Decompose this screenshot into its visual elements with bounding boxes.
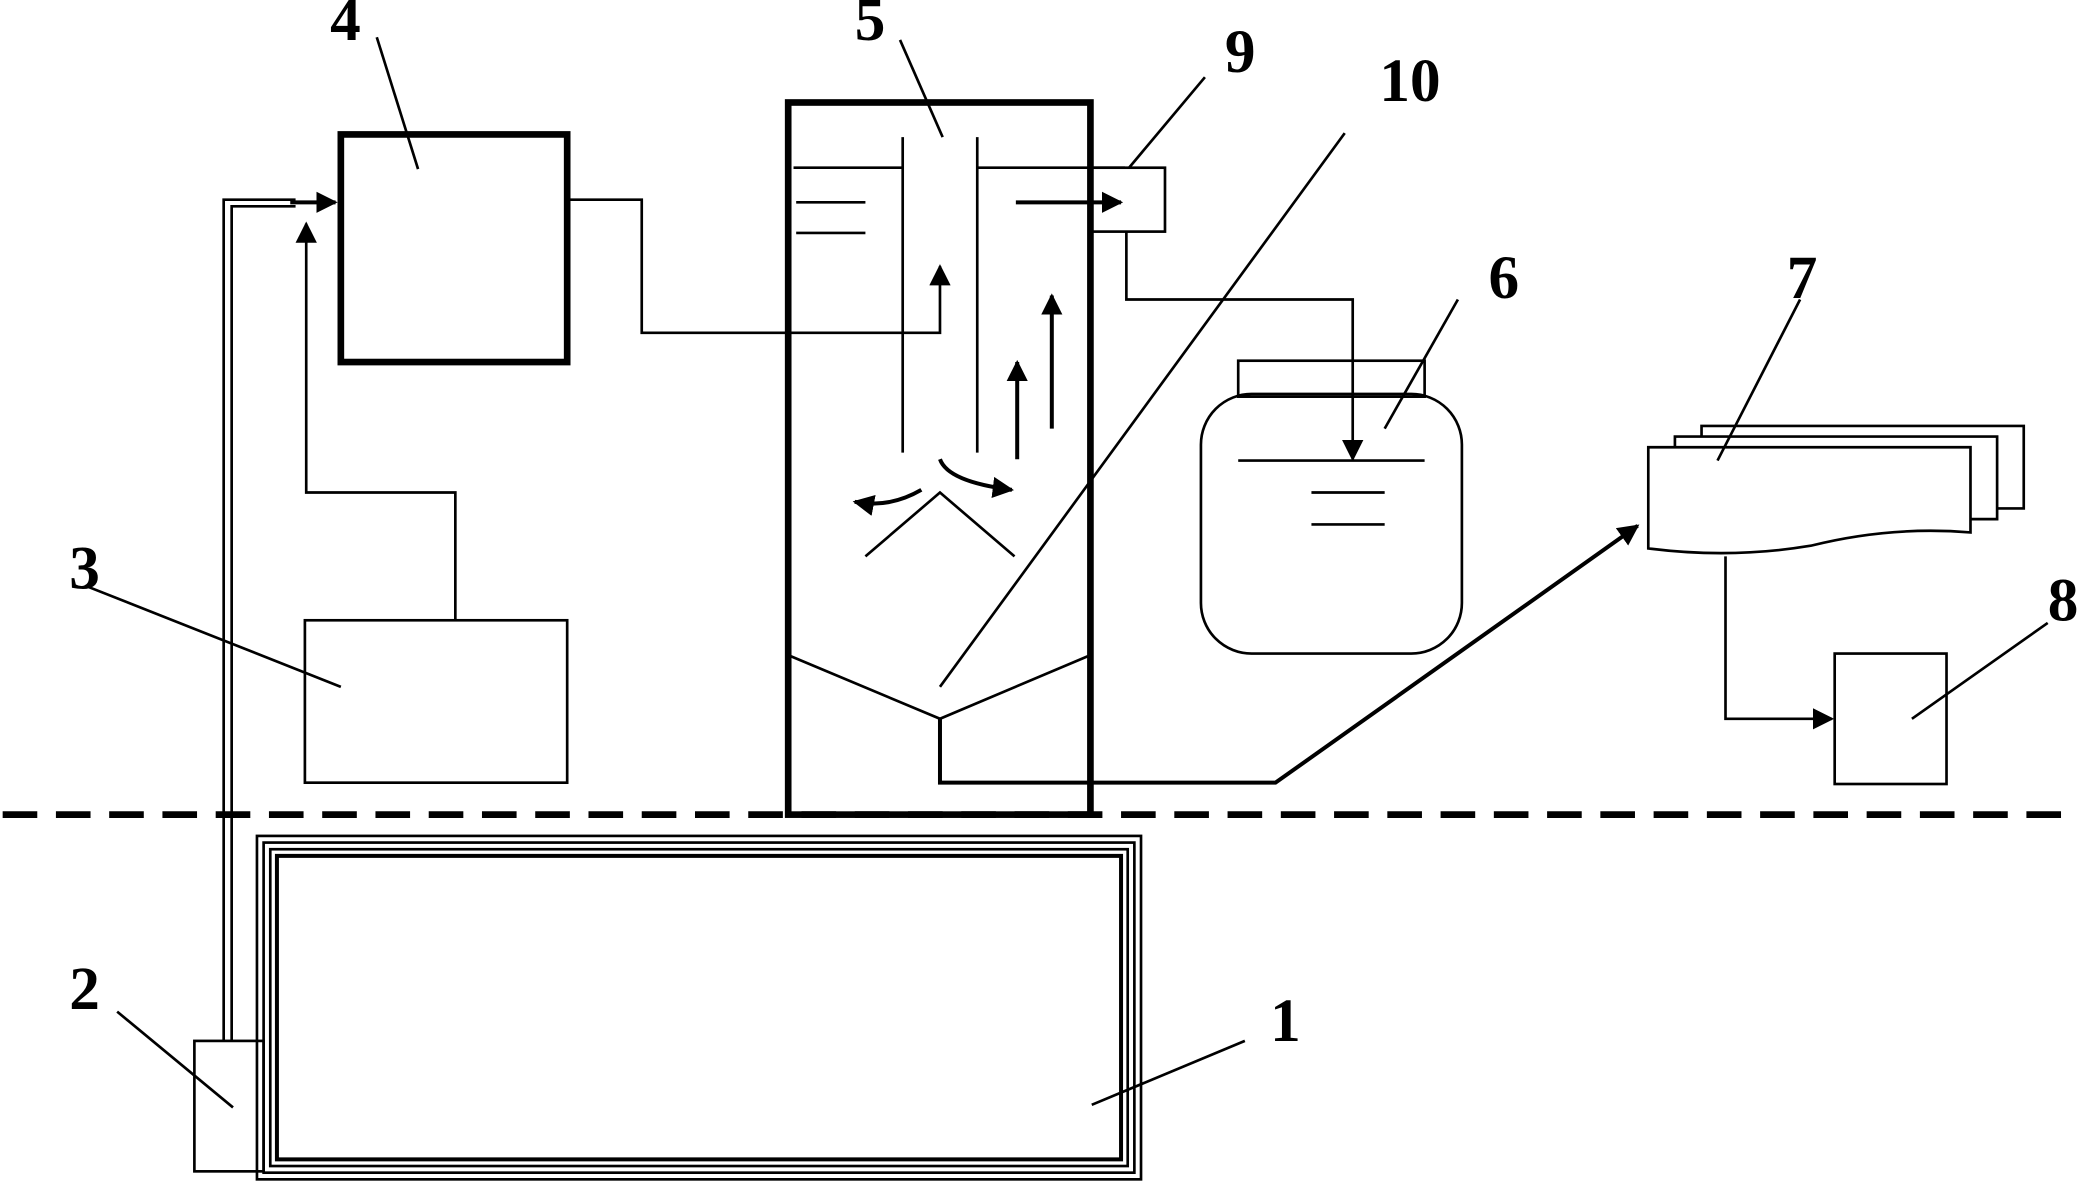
label-7: 7	[1787, 244, 1818, 312]
label-1: 1	[1270, 987, 1301, 1055]
label-4: 4	[330, 0, 361, 54]
riser-pipe	[222, 191, 338, 1041]
unit-3	[303, 618, 569, 785]
overflow-box-9	[1090, 166, 1167, 233]
reactor-5	[784, 99, 1094, 818]
label-2: 2	[69, 955, 100, 1023]
underground-tank-1	[255, 834, 1143, 1181]
label-5: 5	[855, 0, 886, 54]
pipe-9-to-6	[1125, 231, 1364, 462]
plate-stack-7	[1646, 424, 2026, 555]
sludge-pipe-5-to-7	[937, 524, 1640, 785]
label-6: 6	[1489, 244, 1520, 312]
label-8: 8	[2048, 566, 2077, 634]
unit-4	[337, 131, 571, 366]
label-3: 3	[69, 534, 100, 602]
pipe-7-to-8	[1724, 556, 1835, 730]
pipe-3-to-4	[295, 221, 457, 621]
unit-8	[1833, 652, 1948, 786]
pump-2	[193, 1039, 265, 1173]
label-10: 10	[1379, 47, 1440, 115]
leader-lines	[84, 36, 2049, 1109]
label-9: 9	[1225, 18, 1256, 86]
pipe-4-to-5	[567, 198, 951, 335]
container-6	[1199, 359, 1464, 655]
reactor-internals	[790, 137, 1126, 721]
